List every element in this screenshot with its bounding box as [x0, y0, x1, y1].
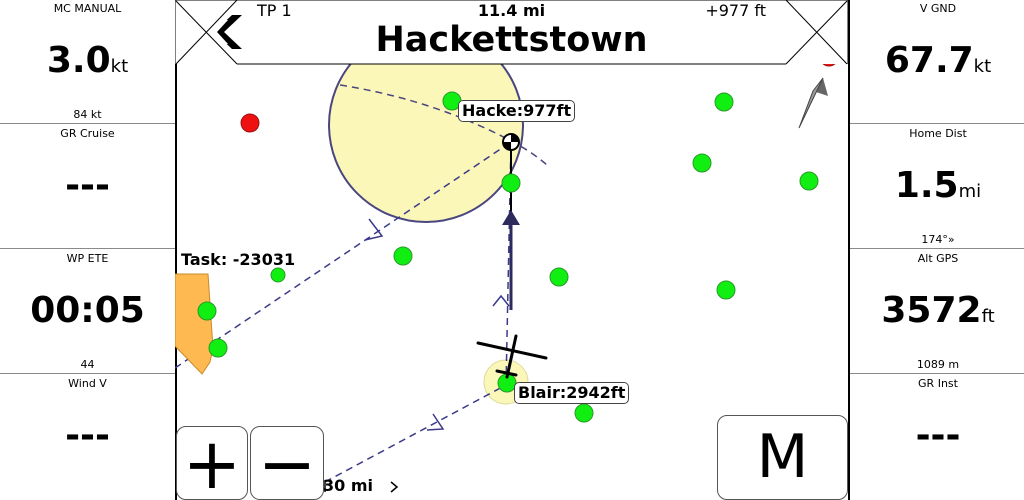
infobox-value: 3.0kt — [46, 40, 129, 81]
task-label: Task: -23031 — [181, 250, 296, 269]
zoom-out-label: − — [257, 423, 317, 500]
infobox-comment: 84 kt — [73, 108, 102, 121]
airspace-boundary — [339, 84, 548, 166]
task-direction-chevron — [492, 294, 510, 307]
infobox-comment: 44 — [80, 358, 95, 371]
waypoint-name: Hackettstown — [375, 20, 648, 60]
infobox-comment: 174°» — [921, 233, 955, 246]
menu-label: M — [756, 422, 809, 492]
map-area[interactable]: TP 1 11.4 mi +977 ft Hackettstown Hacke:… — [175, 0, 848, 500]
task-direction-chevron — [364, 218, 384, 241]
nav-header[interactable]: TP 1 11.4 mi +977 ft Hackettstown — [175, 0, 848, 66]
turnpoint-label: TP 1 — [257, 1, 292, 20]
north-arrow-shape — [798, 77, 824, 129]
infobox-title: Home Dist — [909, 127, 967, 140]
task-leg — [505, 141, 512, 386]
scale-arrow — [390, 481, 399, 493]
task-leg — [175, 141, 512, 369]
glider-icon — [476, 334, 548, 379]
track-arrow — [502, 210, 520, 225]
target-marker — [502, 133, 520, 151]
nav-header-frame — [175, 0, 848, 65]
infobox-comment: 1089 m — [916, 358, 960, 371]
infobox-unit: ft — [981, 306, 995, 327]
infobox-title: Wind V — [68, 377, 107, 390]
infobox-gr-cruise[interactable]: GR Cruise --- — [0, 125, 175, 249]
infobox-mc-manual[interactable]: MC MANUAL 3.0kt 84 kt — [0, 0, 175, 124]
waypoint-label-hacke: Hacke:977ft — [458, 100, 576, 122]
menu-button[interactable]: M — [717, 415, 848, 500]
infobox-value: 67.7kt — [884, 40, 992, 81]
infobox-value: --- — [65, 165, 110, 206]
infobox-home-dist[interactable]: Home Dist 1.5mi 174°» — [850, 125, 1024, 249]
infobox-value: --- — [65, 415, 110, 456]
infobox-alt-gps[interactable]: Alt GPS 3572ft 1089 m — [850, 250, 1024, 374]
infobox-wp-ete[interactable]: WP ETE 00:05 44 — [0, 250, 175, 374]
left-infobox-column: MC MANUAL 3.0kt 84 kt GR Cruise --- WP E… — [0, 0, 177, 500]
infobox-unit: kt — [110, 56, 129, 77]
infobox-gr-inst[interactable]: GR Inst --- — [850, 375, 1024, 499]
task-direction-chevron — [426, 413, 445, 431]
zoom-in-label: + — [182, 423, 242, 500]
altitude-difference: +977 ft — [705, 1, 766, 20]
infobox-title: GR Inst — [918, 377, 958, 390]
infobox-title: GR Cruise — [60, 127, 115, 140]
infobox-value: 00:05 — [30, 290, 145, 331]
infobox-title: WP ETE — [66, 252, 109, 265]
infobox-value: 3572ft — [881, 290, 995, 331]
infobox-v-gnd[interactable]: V GND 67.7kt — [850, 0, 1024, 124]
infobox-unit: mi — [958, 181, 982, 202]
waypoint-label-blair: Blair:2942ft — [514, 382, 630, 404]
zoom-in-button[interactable]: + — [176, 426, 248, 500]
infobox-unit: kt — [973, 56, 992, 77]
right-infobox-column: V GND 67.7kt Home Dist 1.5mi 174°» Alt G… — [848, 0, 1024, 500]
infobox-title: V GND — [919, 2, 957, 15]
previous-waypoint-arrow-icon[interactable] — [207, 12, 247, 52]
infobox-title: Alt GPS — [917, 252, 959, 265]
zoom-out-button[interactable]: − — [250, 426, 324, 500]
task-leg — [324, 384, 507, 483]
infobox-wind-v[interactable]: Wind V --- — [0, 375, 175, 499]
map-scale-label: 30 mi — [323, 476, 373, 495]
infobox-value: --- — [915, 415, 961, 456]
landable-waypoints — [197, 91, 819, 423]
infobox-value: 1.5mi — [894, 165, 982, 206]
infobox-title: MC MANUAL — [53, 2, 122, 15]
final-glide-bar — [175, 273, 214, 375]
waypoint-distance: 11.4 mi — [477, 1, 546, 20]
